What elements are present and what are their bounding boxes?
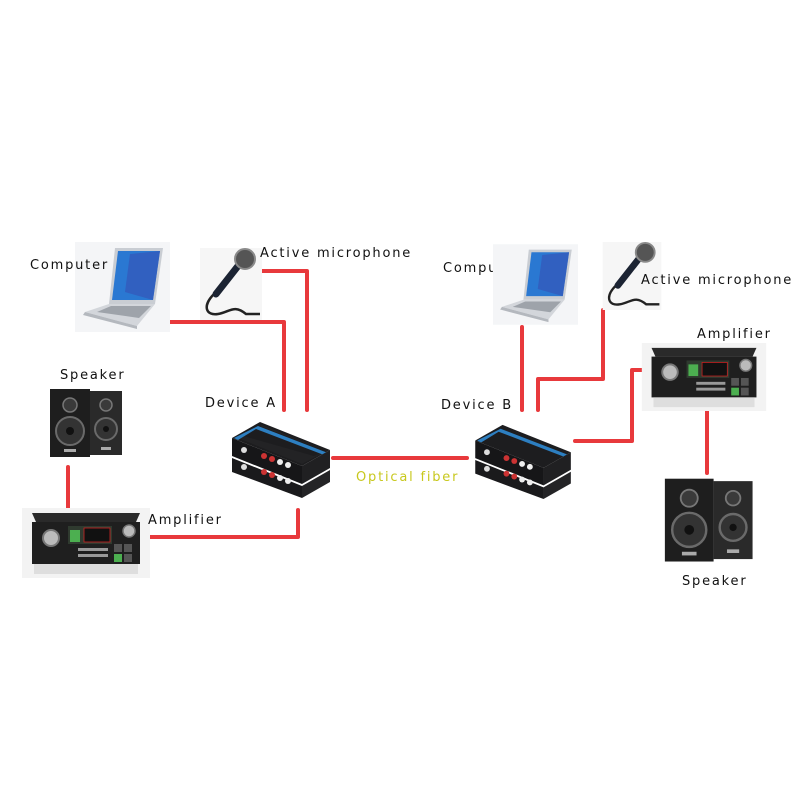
label-microphone-b: Active microphone: [641, 273, 794, 288]
speaker-b: [660, 472, 755, 567]
label-speaker-b: Speaker: [682, 574, 748, 589]
speaker-icon: [664, 478, 753, 562]
label-amplifier-b: Amplifier: [697, 327, 772, 342]
device-a: [230, 418, 336, 500]
label-microphone-a: Active microphone: [260, 246, 413, 261]
speaker-a: [46, 385, 124, 460]
speaker-icon: [50, 389, 122, 457]
wire-device-b-to-amplifier-b: [573, 368, 652, 443]
label-computer-a: Computer: [30, 258, 110, 273]
computer-b: [493, 242, 578, 327]
device-b: [473, 421, 577, 501]
label-speaker-a: Speaker: [60, 368, 126, 383]
wire-mic-a-to-device-a: [246, 269, 309, 412]
wire-computer-a-to-device-a: [122, 320, 286, 412]
label-device-a: Device A: [205, 396, 277, 411]
computer-a: [75, 242, 170, 332]
fiber-transceiver-icon: [475, 424, 571, 500]
label-amplifier-a: Amplifier: [148, 513, 223, 528]
microphone-b: [597, 242, 667, 310]
amplifier-icon: [22, 508, 150, 578]
amplifier-icon: [641, 343, 767, 411]
label-optical-fiber: Optical fiber: [356, 470, 460, 485]
wire-device-a-to-amplifier-a: [140, 508, 300, 539]
amplifier-a: [22, 508, 150, 578]
laptop-icon: [75, 242, 170, 332]
microphone-icon: [200, 248, 262, 320]
fiber-transceiver-icon: [232, 422, 330, 498]
microphone-a: [200, 248, 262, 320]
microphone-icon: [602, 242, 662, 310]
amplifier-b: [640, 343, 768, 411]
label-device-b: Device B: [441, 398, 513, 413]
laptop-icon: [493, 244, 578, 325]
wire-mic-b-to-device-b: [536, 308, 605, 412]
